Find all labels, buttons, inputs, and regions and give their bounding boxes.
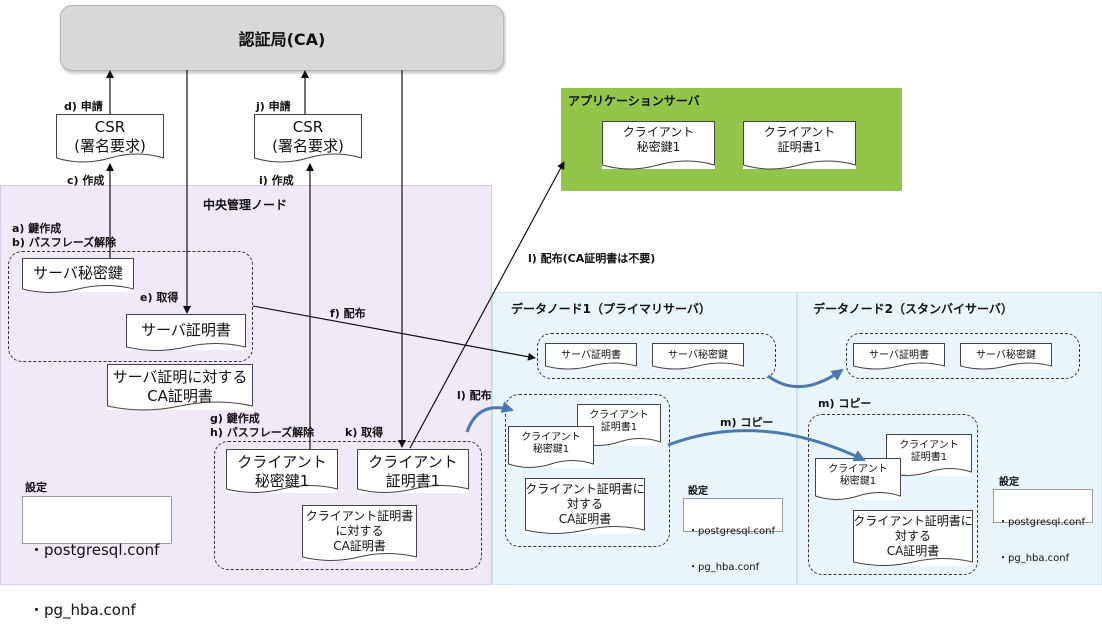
step-e-label: e) 取得 xyxy=(140,291,179,304)
node1-client-cert-line-2: 証明書1 xyxy=(600,422,638,433)
node2-client-ca-cert-line-3: CA証明書 xyxy=(886,544,940,558)
app-server-title: アプリケーションサーバ xyxy=(568,94,700,108)
central-setting-1: ・postgresql.conf xyxy=(29,541,160,559)
node1-setting-1: ・postgresql.conf xyxy=(688,526,775,537)
ca-title: 認証局(CA) xyxy=(238,30,326,49)
node1-client-ca-cert-line-1: クライアント証明書に xyxy=(525,482,645,496)
node1-server-key-text: サーバ秘密鍵 xyxy=(668,350,728,361)
certificate-authority: 認証局(CA) xyxy=(60,5,504,71)
node2-client-ca-cert: クライアント証明書に 対する CA証明書 xyxy=(853,510,973,566)
node1-settings-label: 設定 xyxy=(688,486,708,497)
central-client-ca-cert-line-3: CA証明書 xyxy=(333,539,386,553)
csr2-line-1: CSR xyxy=(292,118,324,136)
central-ca-cert: サーバ証明に対する CA証明書 xyxy=(107,364,253,411)
node2-setting-1: ・postgresql.conf xyxy=(998,517,1085,528)
csr-document-2: CSR (署名要求) xyxy=(254,114,362,163)
node1-client-key: クライアント 秘密鍵1 xyxy=(508,426,594,468)
node1-client-ca-cert-line-3: CA証明書 xyxy=(558,512,612,526)
step-c-label: c) 作成 xyxy=(67,174,105,187)
step-d-label: d) 申請 xyxy=(64,100,103,113)
node2-server-key-text: サーバ秘密鍵 xyxy=(976,350,1036,361)
node2-client-cert-line-1: クライアント xyxy=(899,440,959,451)
node2-setting-2: ・pg_hba.conf xyxy=(998,553,1070,564)
central-server-cert: サーバ証明書 xyxy=(126,314,246,351)
node2-client-key-line-2: 秘密鍵1 xyxy=(839,476,877,487)
central-ca-cert-line-2: CA証明書 xyxy=(147,387,213,405)
central-server-cert-text: サーバ証明書 xyxy=(141,321,231,339)
central-server-key-group xyxy=(8,251,253,362)
node1-client-key-line-2: 秘密鍵1 xyxy=(532,444,570,455)
step-l1-label: l) 配布(CA証明書は不要) xyxy=(528,252,656,265)
central-setting-2: ・pg_hba.conf xyxy=(29,601,136,619)
step-g-label: g) 鍵作成 xyxy=(210,412,260,425)
central-settings-label: 設定 xyxy=(25,481,47,494)
central-client-ca-cert-line-2: に対する xyxy=(335,524,384,538)
node2-client-ca-cert-line-1: クライアント証明書に xyxy=(853,514,973,528)
csr2-line-2: (署名要求) xyxy=(272,137,344,155)
csr-document-1: CSR (署名要求) xyxy=(56,114,164,163)
app-client-key: クライアント 秘密鍵1 xyxy=(602,121,715,170)
step-m1-label: m) コピー xyxy=(720,416,774,429)
node2-server-group xyxy=(846,333,1080,379)
csr1-line-1: CSR xyxy=(94,118,126,136)
node2-client-cert: クライアント 証明書1 xyxy=(886,434,972,476)
node2-client-cert-line-2: 証明書1 xyxy=(910,452,948,463)
node2-client-key: クライアント 秘密鍵1 xyxy=(815,458,901,500)
central-client-ca-cert-line-1: クライアント証明書 xyxy=(305,509,414,523)
node2-server-cert: サーバ証明書 xyxy=(853,343,945,370)
central-client-ca-cert: クライアント証明書 に対する CA証明書 xyxy=(302,505,417,561)
node2-client-group xyxy=(808,414,978,575)
node1-title: データノード1（プライマリサーバ） xyxy=(511,302,711,316)
step-b-label: b) パスフレーズ解除 xyxy=(12,236,117,249)
central-server-key-text: サーバ秘密鍵 xyxy=(33,264,123,282)
central-server-key: サーバ秘密鍵 xyxy=(22,258,134,293)
node2-title: データノード2（スタンバイサーバ） xyxy=(813,302,1013,316)
step-h-label: h) パスフレーズ解除 xyxy=(210,426,315,439)
central-client-key-line-2: 秘密鍵1 xyxy=(254,472,310,490)
step-l2-label: l) 配布 xyxy=(457,389,492,402)
node1-client-cert-line-1: クライアント xyxy=(589,410,649,421)
csr1-line-2: (署名要求) xyxy=(74,137,146,155)
app-client-cert: クライアント 証明書1 xyxy=(743,121,856,170)
step-m2-label: m) コピー xyxy=(818,397,872,410)
node1-client-group xyxy=(505,394,670,547)
node1-client-key-line-1: クライアント xyxy=(521,432,581,443)
step-a-label: a) 鍵作成 xyxy=(12,222,62,235)
node2-settings-box: ・postgresql.conf ・pg_hba.conf xyxy=(993,489,1093,564)
app-client-cert-line-1: クライアント xyxy=(763,125,836,139)
central-client-cert-line-1: クライアント xyxy=(368,453,458,471)
step-f-label: f) 配布 xyxy=(330,307,366,320)
node2-server-key: サーバ秘密鍵 xyxy=(960,343,1052,370)
step-j-label: j) 申請 xyxy=(256,100,291,113)
app-client-cert-line-2: 証明書1 xyxy=(777,140,822,154)
node2-settings-label: 設定 xyxy=(999,477,1019,488)
node1-server-key: サーバ秘密鍵 xyxy=(652,343,744,370)
central-node-title: 中央管理ノード xyxy=(203,198,288,212)
node2-server-cert-text: サーバ証明書 xyxy=(869,350,929,361)
central-client-group xyxy=(214,441,482,570)
central-settings-box: ・postgresql.conf ・pg_hba.conf xyxy=(22,496,172,619)
central-client-key: クライアント 秘密鍵1 xyxy=(226,449,338,493)
app-client-key-line-1: クライアント xyxy=(622,125,695,139)
node1-server-cert-text: サーバ証明書 xyxy=(561,350,621,361)
app-client-key-line-2: 秘密鍵1 xyxy=(636,140,681,154)
node1-settings-box: ・postgresql.conf ・pg_hba.conf xyxy=(683,498,783,573)
step-i-label: i) 作成 xyxy=(259,174,294,187)
central-client-key-line-1: クライアント xyxy=(237,453,327,471)
central-client-cert: クライアント 証明書1 xyxy=(357,449,469,493)
central-ca-cert-line-1: サーバ証明に対する xyxy=(112,368,248,386)
node1-client-ca-cert-line-2: 対する xyxy=(566,497,603,511)
node1-server-cert: サーバ証明書 xyxy=(545,343,637,370)
step-k-label: k) 取得 xyxy=(345,426,384,439)
central-client-cert-line-2: 証明書1 xyxy=(385,472,441,490)
node2-client-key-line-1: クライアント xyxy=(828,464,888,475)
node1-client-ca-cert: クライアント証明書に 対する CA証明書 xyxy=(525,478,645,534)
node1-setting-2: ・pg_hba.conf xyxy=(688,562,760,573)
node2-client-ca-cert-line-2: 対する xyxy=(894,529,931,543)
